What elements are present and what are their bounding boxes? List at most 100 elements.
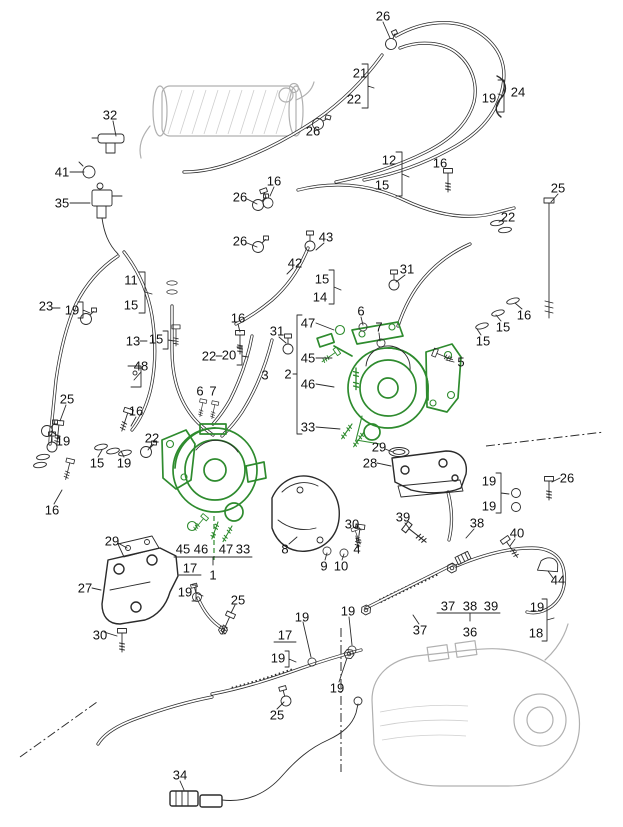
part-label-46: 46	[193, 541, 209, 557]
part-label-25: 25	[550, 180, 566, 196]
part-label-37: 37	[412, 622, 428, 638]
part-label-19: 19	[481, 473, 497, 489]
long-stud-25	[543, 197, 555, 319]
part-label-22: 22	[500, 209, 516, 225]
part-label-7: 7	[209, 383, 217, 399]
part-label-19: 19	[270, 650, 286, 666]
part-label-45: 45	[300, 350, 316, 366]
part-label-29: 29	[371, 439, 387, 455]
part-label-17: 17	[182, 560, 198, 576]
part-label-25: 25	[59, 391, 75, 407]
part-label-45: 45	[175, 541, 191, 557]
manifold-28	[388, 447, 468, 498]
part-label-1: 1	[209, 567, 217, 583]
part-label-38: 38	[469, 515, 485, 531]
leader-lines	[50, 21, 561, 791]
part-label-15: 15	[123, 297, 139, 313]
part-label-16: 16	[230, 310, 246, 326]
part-label-30: 30	[344, 516, 360, 532]
part-label-19: 19	[116, 455, 132, 471]
part-label-26: 26	[232, 189, 248, 205]
part-label-10: 10	[333, 558, 349, 574]
part-label-26: 26	[375, 8, 391, 24]
part-label-11: 11	[124, 272, 138, 288]
part-label-26: 26	[232, 233, 248, 249]
part-label-33: 33	[300, 419, 316, 435]
valve-assembly	[78, 133, 125, 255]
sensor-cable-34	[169, 696, 363, 808]
part-label-39: 39	[395, 509, 411, 525]
part-label-15: 15	[148, 331, 164, 347]
part-label-36: 36	[462, 624, 478, 640]
part-label-14: 14	[312, 289, 328, 305]
part-label-47: 47	[218, 541, 234, 557]
part-label-5: 5	[457, 354, 465, 370]
part-label-19: 19	[329, 680, 345, 696]
part-label-24: 24	[510, 84, 526, 100]
intercooler-silhouette	[139, 81, 315, 159]
boundary-lines	[19, 431, 605, 772]
turbocharger-right	[316, 321, 462, 445]
clamp-44-icon	[537, 557, 559, 573]
callout-brackets	[52, 63, 555, 668]
part-label-19: 19	[64, 302, 80, 318]
part-label-16: 16	[516, 307, 532, 323]
part-label-32: 32	[102, 107, 118, 123]
part-label-42: 42	[287, 255, 303, 271]
part-label-16: 16	[44, 502, 60, 518]
part-label-13: 13	[125, 333, 141, 349]
part-label-15: 15	[475, 333, 491, 349]
part-label-6: 6	[196, 383, 204, 399]
part-label-4: 4	[353, 541, 361, 557]
part-label-18: 18	[528, 625, 544, 641]
part-label-19: 19	[481, 498, 497, 514]
part-label-16: 16	[266, 173, 282, 189]
part-label-3: 3	[261, 367, 269, 383]
part-label-19: 19	[294, 609, 310, 625]
part-label-12: 12	[381, 152, 397, 168]
part-label-27: 27	[77, 580, 93, 596]
part-label-48: 48	[133, 358, 149, 374]
part-label-33: 33	[235, 541, 251, 557]
part-label-16: 16	[432, 155, 448, 171]
part-label-30: 30	[92, 627, 108, 643]
turbo-right-detail	[365, 345, 411, 371]
part-label-22: 22	[346, 91, 362, 107]
part-label-25: 25	[269, 707, 285, 723]
part-label-35: 35	[54, 195, 70, 211]
part-label-7: 7	[375, 319, 383, 335]
part-label-41: 41	[54, 164, 70, 180]
part-label-15: 15	[374, 177, 390, 193]
part-label-16: 16	[128, 403, 144, 419]
part-label-31: 31	[269, 323, 285, 339]
part-label-19: 19	[340, 603, 356, 619]
part-label-2: 2	[284, 366, 292, 382]
part-label-39: 39	[483, 598, 499, 614]
part-label-43: 43	[318, 229, 334, 245]
part-label-22: 22	[201, 348, 217, 364]
part-label-34: 34	[172, 767, 188, 783]
part-label-15: 15	[314, 271, 330, 287]
part-label-19: 19	[481, 90, 497, 106]
part-label-47: 47	[300, 315, 316, 331]
part-label-37: 37	[440, 598, 456, 614]
part-label-22: 22	[144, 430, 160, 446]
part-label-29: 29	[104, 533, 120, 549]
part-label-25: 25	[230, 592, 246, 608]
part-label-26: 26	[305, 123, 321, 139]
part-label-19: 19	[529, 599, 545, 615]
part-label-21: 21	[352, 65, 368, 81]
part-label-31: 31	[399, 261, 415, 277]
turbo-left-detail	[195, 439, 239, 453]
part-label-46: 46	[300, 376, 316, 392]
part-label-19: 19	[55, 433, 71, 449]
part-label-15: 15	[495, 319, 511, 335]
part-label-8: 8	[281, 541, 289, 557]
part-label-23: 23	[38, 298, 54, 314]
part-label-28: 28	[362, 455, 378, 471]
part-label-6: 6	[357, 303, 365, 319]
part-label-40: 40	[509, 525, 525, 541]
